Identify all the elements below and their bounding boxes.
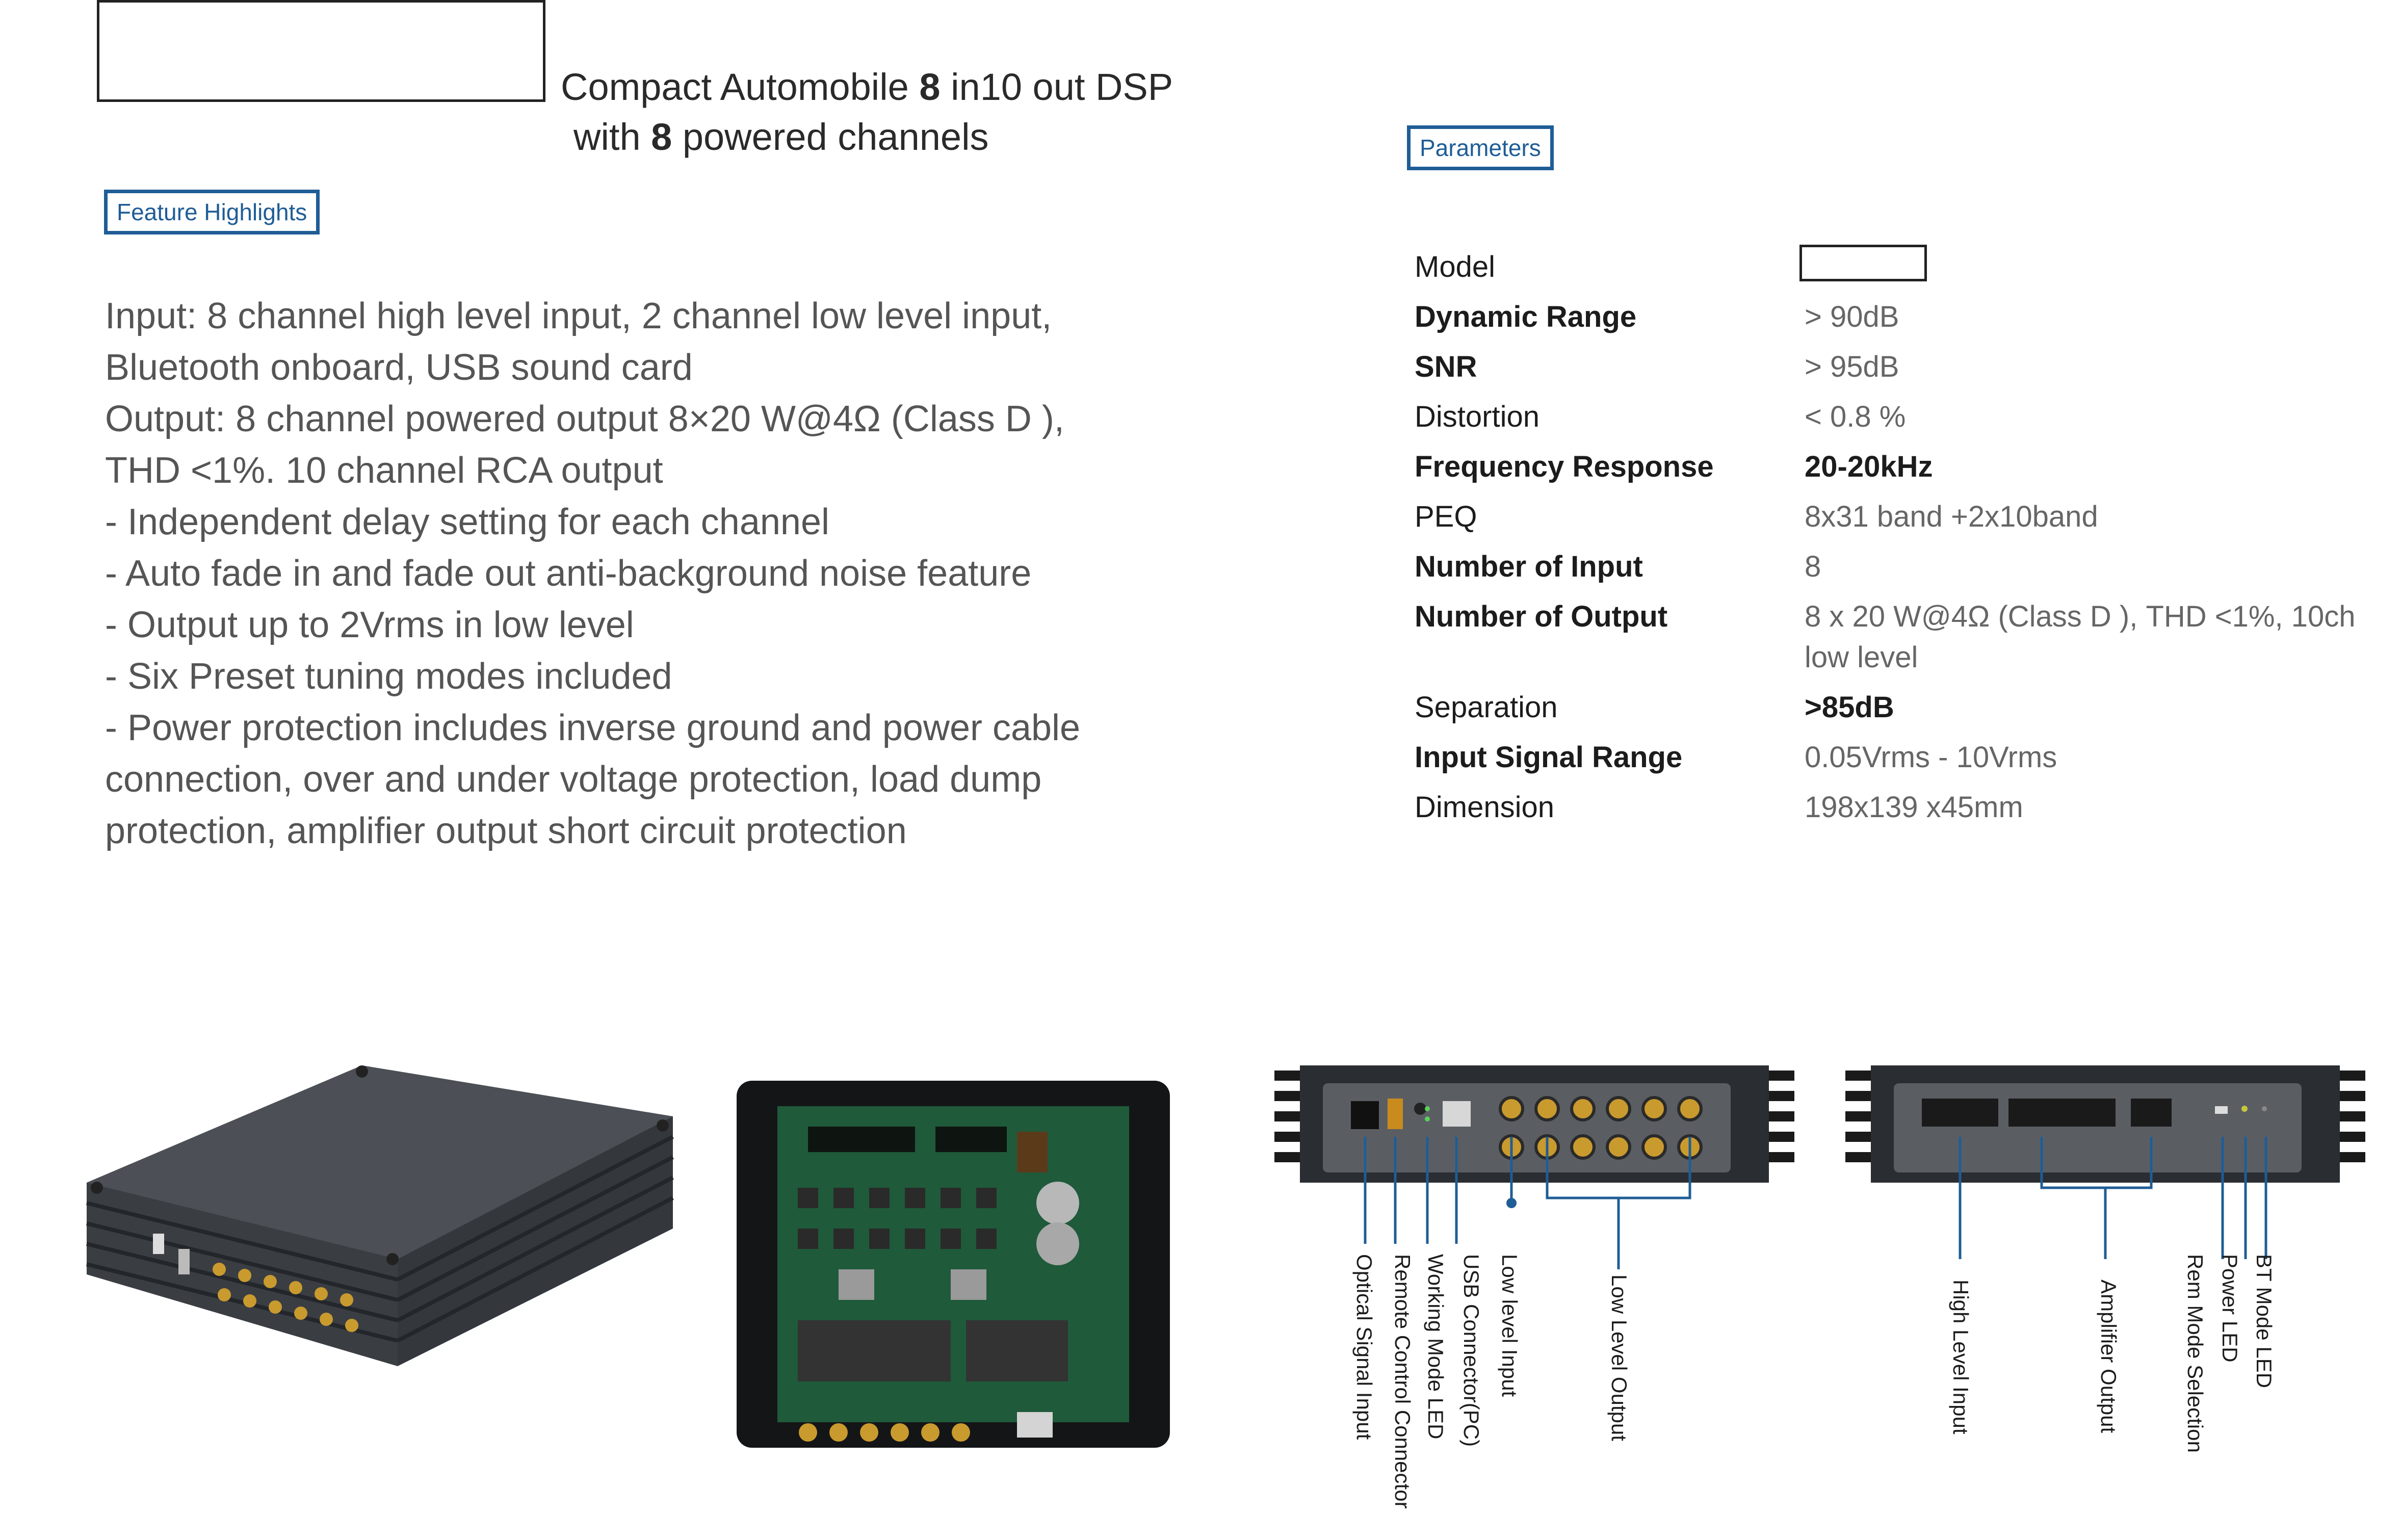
product-photo-open-pcb — [737, 1081, 1170, 1448]
title-line2-post: powered channels — [672, 116, 989, 158]
param-value: 8 — [1805, 550, 1821, 583]
param-label: PEQ — [1415, 500, 1477, 533]
model-name-box — [97, 0, 545, 102]
feature-line: Input: 8 channel high level input, 2 cha… — [105, 296, 1052, 336]
param-label: Frequency Response — [1415, 450, 1714, 483]
feature-line: - Auto fade in and fade out anti-backgro… — [105, 553, 1032, 594]
param-label: Dimension — [1415, 791, 1554, 824]
feature-list: Input: 8 channel high level input, 2 cha… — [105, 291, 1081, 857]
parameters-tag: Parameters — [1407, 125, 1554, 170]
param-label: Model — [1415, 250, 1495, 283]
param-value: low level — [1805, 641, 1918, 674]
param-label: Input Signal Range — [1415, 741, 1683, 774]
param-value: >85dB — [1805, 691, 1894, 724]
model-value-box — [1799, 245, 1927, 281]
param-label: Dynamic Range — [1415, 300, 1637, 333]
param-label: SNR — [1415, 350, 1477, 383]
rear-panel-leader-lines — [1959, 1137, 2267, 1259]
title-input-count: 8 — [919, 66, 941, 108]
title-in-word: in — [940, 66, 980, 108]
front-panel-leader-lines — [1364, 1137, 1691, 1269]
callout-low-level-input: Low level Input — [1498, 1254, 1522, 1397]
callout-bt-mode-led: BT Mode LED — [2252, 1254, 2276, 1389]
title-powered-count: 8 — [651, 116, 672, 158]
product-photo-closed-unit — [86, 1065, 674, 1366]
title-line2-pre: with — [573, 116, 651, 158]
param-label: Separation — [1415, 691, 1558, 724]
feature-line: - Power protection includes inverse grou… — [105, 708, 1081, 748]
title-output-count: 10 — [980, 66, 1022, 108]
param-value: > 90dB — [1805, 300, 1899, 333]
product-title-line-2: with 8 powered channels — [573, 115, 989, 159]
feature-line: connection, over and under voltage prote… — [105, 759, 1042, 800]
callout-rem-mode-selection: Rem Mode Selection — [2183, 1254, 2207, 1453]
param-value: 198x139 x45mm — [1805, 791, 2023, 824]
param-label: Number of Input — [1415, 550, 1643, 583]
feature-line: Bluetooth onboard, USB sound card — [105, 347, 693, 388]
callout-remote-control-connector: Remote Control Connector — [1391, 1254, 1415, 1509]
feature-line: Output: 8 channel powered output 8×20 W@… — [105, 399, 1064, 439]
feature-line: protection, amplifier output short circu… — [105, 811, 907, 851]
feature-line: - Independent delay setting for each cha… — [105, 502, 830, 542]
title-out-word: out DSP — [1022, 66, 1173, 108]
param-label: Distortion — [1415, 400, 1539, 433]
feature-line: - Output up to 2Vrms in low level — [105, 605, 634, 645]
feature-line: - Six Preset tuning modes included — [105, 656, 672, 697]
param-value: 8x31 band +2x10band — [1805, 500, 2098, 533]
rear-panel-diagram — [1845, 1065, 2365, 1183]
param-value: 8 x 20 W@4Ω (Class D ), THD <1%, 10ch — [1805, 600, 2356, 633]
callout-low-level-output: Low Level Output — [1607, 1274, 1631, 1441]
callout-power-led: Power LED — [2218, 1254, 2242, 1363]
param-value: > 95dB — [1805, 350, 1899, 383]
callout-working-mode-led: Working Mode LED — [1424, 1254, 1448, 1440]
feature-line: THD <1%. 10 channel RCA output — [105, 450, 663, 491]
product-title-line-1: Compact Automobile 8 in10 out DSP — [561, 65, 1173, 109]
feature-highlights-tag: Feature Highlights — [104, 190, 320, 234]
param-value: < 0.8 % — [1805, 400, 1906, 433]
callout-optical-signal-input: Optical Signal Input — [1352, 1254, 1376, 1440]
title-text: Compact Automobile — [561, 66, 920, 108]
param-value: 20-20kHz — [1805, 450, 1933, 483]
param-value: 0.05Vrms - 10Vrms — [1805, 741, 2057, 774]
callout-amplifier-output: Amplifier Output — [2097, 1280, 2121, 1433]
callout-usb-connector: USB Connector(PC) — [1459, 1254, 1483, 1447]
param-label: Number of Output — [1415, 600, 1668, 633]
callout-high-level-input: High Level Input — [1949, 1280, 1973, 1434]
